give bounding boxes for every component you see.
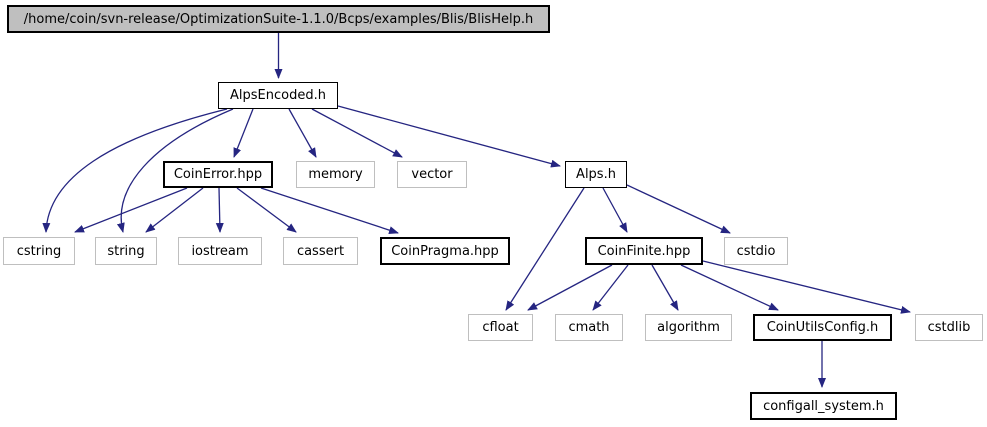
node-alps[interactable]: Alps.h [565,161,627,188]
node-cstdlib: cstdlib [915,314,983,341]
node-cstring: cstring [3,237,75,265]
edge-alps-to-coinfinite [602,187,628,233]
node-iostream: iostream [178,237,262,265]
edge-coinfinite-to-algorithm [651,264,679,311]
edge-alpsencoded-to-string [116,108,234,233]
edge-alpsencoded-to-vector [311,108,403,158]
edge-coinfinite-to-cfloat [527,264,613,311]
node-vector: vector [397,161,467,188]
node-coinpragma[interactable]: CoinPragma.hpp [380,237,510,265]
edge-coinerror-to-string [145,187,204,233]
node-memory: memory [296,161,375,188]
edge-alpsencoded-to-alps [337,105,561,168]
edge-alpsencoded-to-coinerror [233,108,254,158]
edge-coinfinite-to-coinutils [680,264,779,311]
node-alpsencoded[interactable]: AlpsEncoded.h [218,82,338,109]
edge-coinerror-to-iostream [215,187,224,233]
node-coinutilsconfig[interactable]: CoinUtilsConfig.h [753,314,892,341]
edge-coinerror-to-cassert [236,187,297,233]
node-algorithm: algorithm [645,314,732,341]
node-string: string [95,237,157,265]
edge-coinerror-to-coinpragma [260,187,399,234]
edge-coinfinite-to-cmath [592,264,629,311]
edge-coinfinite-to-cstdlib [702,260,911,314]
node-coinerror[interactable]: CoinError.hpp [163,161,273,188]
node-coinfinite[interactable]: CoinFinite.hpp [585,237,703,265]
node-cmath: cmath [555,314,623,341]
node-cstdio: cstdio [724,237,788,265]
node-cfloat: cfloat [468,314,533,341]
node-blishelp-root: /home/coin/svn-release/OptimizationSuite… [7,5,550,33]
node-cassert: cassert [283,237,358,265]
edge-coinerror-to-cstring [74,187,188,233]
node-configall-system[interactable]: configall_system.h [750,392,897,420]
edge-alpsencoded-to-memory [288,108,317,158]
edge-alpsencoded-to-cstring [42,108,228,233]
edge-alps-to-cfloat [505,187,585,311]
edge-alps-to-cstdio [626,184,731,234]
